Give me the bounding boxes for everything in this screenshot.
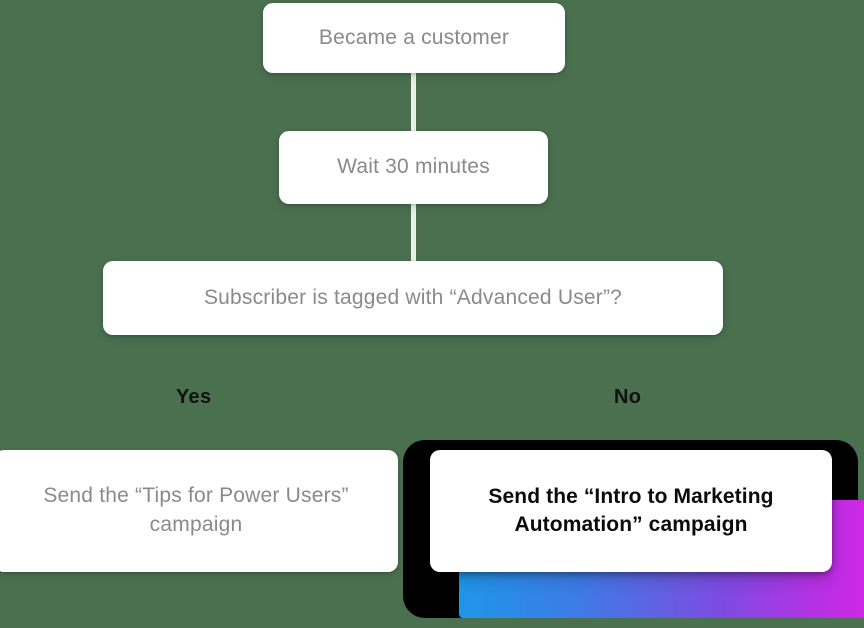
flow-node-outcome-yes-label: Send the “Tips for Power Users” campaign <box>43 484 349 536</box>
flow-node-trigger-label: Became a customer <box>318 25 510 49</box>
flow-node-trigger[interactable]: Became a customer <box>263 3 565 73</box>
flow-node-outcome-yes[interactable]: Send the “Tips for Power Users” campaign <box>0 450 398 572</box>
flow-node-outcome-no-label: Send the “Intro to Marketing Automation”… <box>488 484 774 536</box>
connector-delay-to-condition <box>411 198 416 264</box>
branch-label-yes: Yes <box>176 386 212 408</box>
flow-node-condition[interactable]: Subscriber is tagged with “Advanced User… <box>103 261 723 335</box>
flow-node-delay-label: Wait 30 minutes <box>337 155 490 179</box>
flow-node-outcome-no-highlight-group: Send the “Intro to Marketing Automation”… <box>403 440 864 628</box>
branch-label-no: No <box>614 386 642 408</box>
flow-node-delay[interactable]: Wait 30 minutes <box>279 131 548 204</box>
connector-trigger-to-delay <box>411 70 416 136</box>
flow-node-outcome-no[interactable]: Send the “Intro to Marketing Automation”… <box>430 450 832 572</box>
flow-node-condition-label: Subscriber is tagged with “Advanced User… <box>203 285 623 309</box>
